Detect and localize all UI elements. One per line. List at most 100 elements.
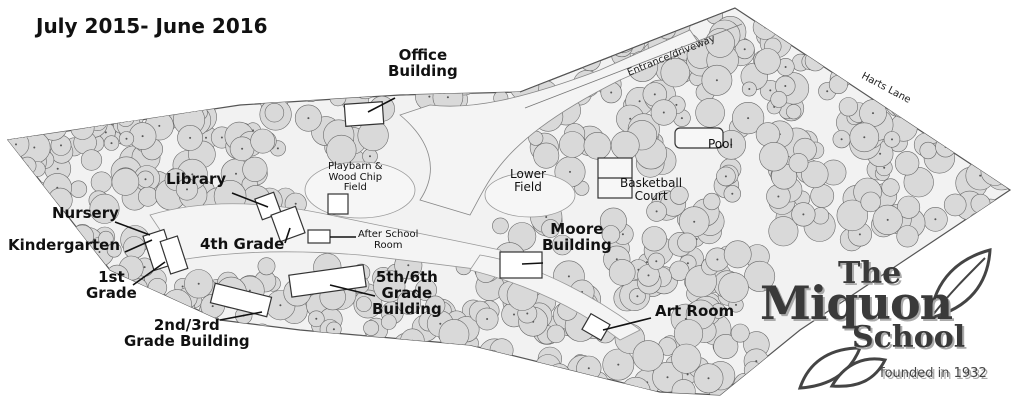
tree-trunk <box>191 173 194 176</box>
tree <box>139 288 161 310</box>
tree-trunk <box>979 174 982 177</box>
tree-trunk <box>116 348 119 351</box>
tree <box>320 353 339 372</box>
tree <box>77 330 94 347</box>
tree <box>465 359 494 387</box>
tree-trunk <box>743 48 746 51</box>
tree <box>111 168 140 196</box>
tree <box>14 9 34 29</box>
tree <box>36 256 69 290</box>
tree-trunk <box>724 175 727 178</box>
playbarn-line-2: Wood Chip <box>328 171 383 183</box>
tree <box>54 331 84 361</box>
tree-trunk <box>444 43 447 46</box>
tree <box>255 337 285 367</box>
tree-trunk <box>315 24 318 27</box>
tree-trunk <box>211 305 214 308</box>
tree <box>945 88 972 115</box>
tree-trunk <box>197 379 200 382</box>
tree <box>377 359 407 389</box>
tree <box>990 214 1010 238</box>
tree-trunk <box>25 311 28 314</box>
tree <box>927 50 948 70</box>
tree <box>743 361 762 380</box>
tree <box>492 366 509 383</box>
tree <box>35 75 60 100</box>
tree <box>363 320 379 336</box>
tree <box>130 301 149 320</box>
tree <box>333 75 351 92</box>
playbarn-line-3: Field <box>343 182 367 193</box>
tree <box>191 379 219 395</box>
tree <box>380 314 397 330</box>
tree <box>272 379 296 395</box>
tree-trunk <box>784 66 787 68</box>
tree <box>18 70 39 91</box>
tree <box>17 99 37 119</box>
tree-trunk <box>315 317 318 320</box>
kindergarten-label: Kindergarten <box>8 236 121 254</box>
second-third-line-2: Grade Building <box>124 331 250 350</box>
tree <box>619 18 639 38</box>
tree <box>316 8 337 25</box>
driveway <box>519 7 736 93</box>
basketball-line-1: Basketball <box>620 176 683 190</box>
tree-trunk <box>290 358 293 361</box>
tree-trunk <box>15 143 17 146</box>
tree-trunk <box>627 26 630 29</box>
tree <box>953 123 977 147</box>
tree-trunk <box>86 343 89 346</box>
tree <box>830 16 851 37</box>
tree-trunk <box>210 369 213 372</box>
tree-trunk <box>594 41 597 44</box>
tree <box>282 350 302 370</box>
tree-trunk <box>17 300 20 303</box>
tree-trunk <box>179 305 182 308</box>
tree <box>583 132 612 160</box>
tree-trunk <box>279 304 282 307</box>
tree-trunk <box>368 37 371 40</box>
tree <box>55 328 71 343</box>
tree-trunk <box>241 147 244 150</box>
tree-trunk <box>104 131 107 134</box>
tree-trunk <box>545 216 548 218</box>
tree-trunk <box>127 112 130 115</box>
tree <box>122 351 143 372</box>
tree <box>268 340 292 364</box>
tree-trunk <box>62 334 65 337</box>
tree <box>475 38 496 59</box>
tree <box>788 153 809 173</box>
tree-trunk <box>653 93 656 96</box>
basketball-court-label: Basketball Court <box>620 177 682 202</box>
tree-trunk <box>125 137 128 140</box>
map-title: July 2015- June 2016 <box>36 14 268 38</box>
tree <box>503 52 533 81</box>
tree <box>968 120 987 140</box>
tree-trunk <box>526 81 529 83</box>
logo-founded: founded in 1932 <box>880 366 987 381</box>
tree <box>269 362 298 391</box>
tree <box>671 343 702 374</box>
tree-trunk <box>615 258 618 261</box>
tree <box>486 52 513 79</box>
tree-trunk <box>546 366 549 369</box>
tree-trunk <box>143 266 146 269</box>
tree <box>8 73 22 91</box>
tree-trunk <box>110 142 113 145</box>
tree-trunk <box>33 68 36 71</box>
tree <box>159 373 181 395</box>
tree-trunk <box>638 100 641 103</box>
tree <box>968 212 987 232</box>
tree <box>797 21 813 37</box>
tree-trunk <box>886 218 889 221</box>
tree <box>118 82 147 112</box>
tree <box>293 61 311 79</box>
tree <box>367 11 388 32</box>
tree-trunk <box>407 264 410 267</box>
tree <box>8 289 30 313</box>
tree <box>62 57 89 84</box>
tree <box>23 375 54 395</box>
tree <box>536 42 565 70</box>
tree <box>459 373 492 395</box>
